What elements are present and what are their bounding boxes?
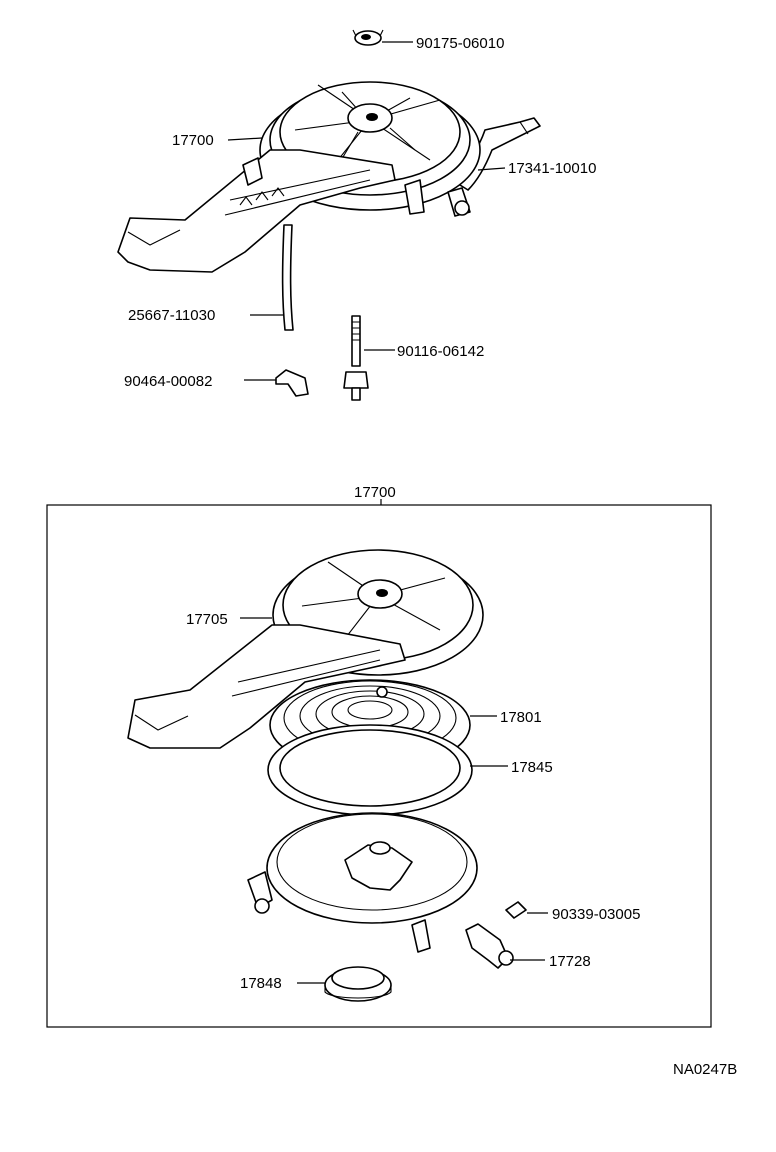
label-element: 17801 [500, 709, 542, 726]
label-clip: 90464-00082 [124, 373, 212, 390]
label-air-cleaner: 17700 [172, 132, 214, 149]
label-gasket: 17845 [511, 759, 553, 776]
labels: 90175-06010 17700 17341-10010 25667-1103… [124, 35, 737, 1078]
label-tube: 25667-11030 [128, 307, 215, 324]
grommet-part [324, 966, 392, 1002]
valve-part [465, 923, 514, 969]
label-grommet: 17848 [240, 975, 282, 992]
drawing-code: NA0247B [673, 1061, 737, 1078]
upper-air-cleaner-assembly [117, 29, 541, 401]
label-hose: 17341-10010 [508, 160, 596, 177]
case-part [247, 812, 478, 953]
plug-part [505, 901, 527, 919]
stud-part [343, 315, 369, 401]
air-cleaner-body [117, 81, 481, 273]
label-cap: 17705 [186, 611, 228, 628]
label-nut-top: 90175-06010 [416, 35, 504, 52]
top-nut [352, 29, 384, 46]
label-plug: 90339-03005 [552, 906, 640, 923]
clip-part [275, 369, 309, 397]
assembly-label: 17700 [354, 484, 396, 501]
label-valve: 17728 [549, 953, 591, 970]
tube-part [281, 224, 294, 331]
assembly-frame [46, 504, 712, 1028]
label-stud: 90116-06142 [397, 343, 484, 360]
lower-exploded-assembly [46, 499, 712, 1028]
gasket-part [267, 724, 473, 816]
cap-part [127, 549, 484, 749]
